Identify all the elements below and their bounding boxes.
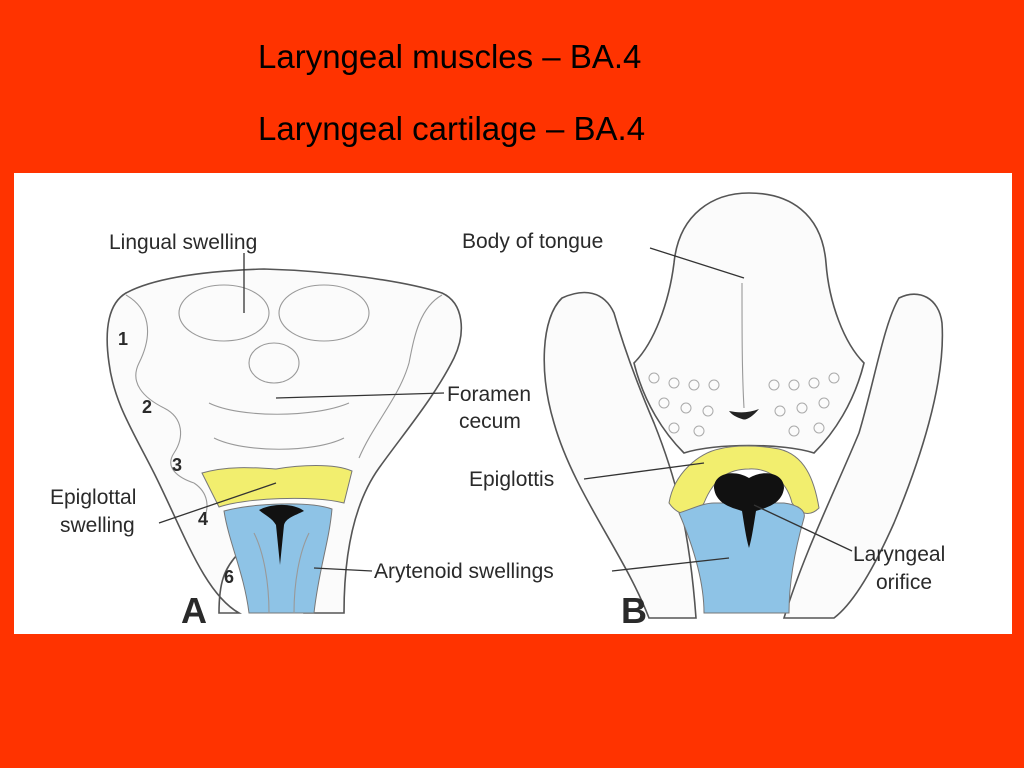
laryngeal-groove-a [259,504,304,565]
label-foramen-line2: cecum [459,410,521,433]
tuberculum-impar [248,342,300,384]
leader-foramen-cecum [275,392,445,399]
leader-epiglottis [583,462,705,480]
arch-number-3: 3 [172,455,182,475]
arch-3-bulge [193,482,208,519]
arytenoid-swellings-shape [223,503,333,614]
label-arytenoid-swellings: Arytenoid swellings [374,560,554,583]
slide-title-cartilage: Laryngeal cartilage – BA.4 [258,110,646,147]
panel-a-drawing [106,268,463,614]
leader-arytenoid-b [611,557,730,572]
epiglottal-swelling-shape [201,465,353,508]
tongue-median-line [741,282,745,409]
tonsil-bumps [648,372,840,437]
arytenoid-crease-a [253,532,310,614]
label-epiglottis: Epiglottis [469,468,554,491]
leader-laryngeal-orifice [753,504,853,552]
tongue-body-outline [633,192,865,454]
lingual-swelling-left [178,284,270,342]
arch-number-4: 4 [198,509,208,529]
arch-right-edge [358,294,443,459]
panel-letter-b: B [621,590,647,631]
arch-number-6: 6 [224,567,234,587]
arch-number-2: 2 [142,397,152,417]
lingual-swelling-right [278,284,370,342]
label-laryngeal-line1: Laryngeal [853,543,945,566]
label-lingual-swelling: Lingual swelling [109,231,257,254]
arch-1-bulge [125,294,165,409]
slide-title-muscles: Laryngeal muscles – BA.4 [258,38,642,75]
panel-letter-a: A [181,590,207,631]
label-foramen-line1: Foramen [447,383,531,406]
leader-body-of-tongue [649,247,745,279]
label-epiglottal-line1: Epiglottal [50,486,136,509]
foramen-cecum-b [729,409,759,420]
copula-ridge [208,402,350,450]
epiglottis-shape [668,445,820,515]
panel-a-outline [106,268,463,614]
label-laryngeal-line2: orifice [876,571,932,594]
arytenoid-region-b [678,502,805,614]
pharyngeal-arch-diagram: 1 2 3 4 6 Lingual swelling Foramen cecum… [14,173,1012,634]
leader-arytenoid-a [313,567,373,572]
laryngeal-orifice-shape [714,473,784,548]
label-epiglottal-line2: swelling [60,514,135,537]
arch-number-1: 1 [118,329,128,349]
label-body-of-tongue: Body of tongue [462,230,603,253]
leader-epiglottal-swelling [158,482,277,524]
arch-2-bulge [163,407,195,484]
panel-b-left-wall [543,291,697,619]
